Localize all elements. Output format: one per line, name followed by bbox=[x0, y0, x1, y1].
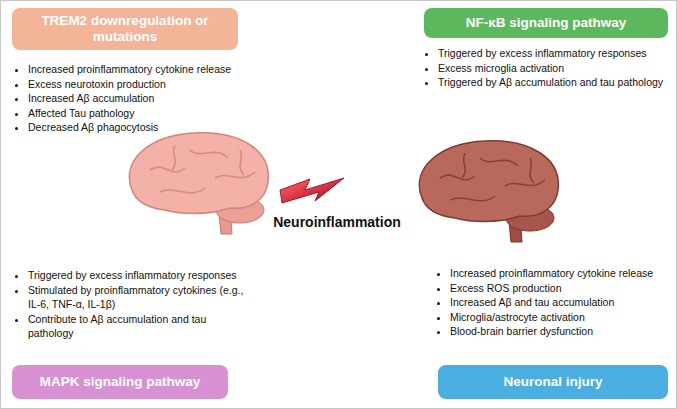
pathway-panel: Neuronal injuryIncreased proinflammatory… bbox=[430, 260, 672, 404]
bullet-item: Microglia/astrocyte activation bbox=[450, 310, 677, 325]
pathway-panel: TREM2 downregulation or mutationsIncreas… bbox=[10, 6, 260, 140]
bullet-item: Increased Aβ accumulation bbox=[28, 91, 268, 106]
bullet-item: Affected Tau pathology bbox=[28, 106, 268, 121]
lightning-bolt bbox=[280, 178, 344, 203]
bullet-item: Excess neurotoxin production bbox=[28, 77, 268, 92]
bullet-item: Triggered by excess inflammatory respons… bbox=[438, 46, 677, 61]
inflamed-brain bbox=[419, 141, 558, 242]
bullet-item: Contribute to Aβ accumulation and tau pa… bbox=[28, 312, 250, 341]
bullet-item: Increased proinflammatory cytokine relea… bbox=[450, 266, 677, 281]
center-label: Neuroinflammation bbox=[262, 214, 412, 230]
bullet-item: Triggered by Aβ accumulation and tau pat… bbox=[438, 75, 677, 90]
bullet-item: Increased proinflammatory cytokine relea… bbox=[28, 62, 268, 77]
bullet-item: Blood-brain barrier dysfunction bbox=[450, 324, 677, 339]
bullet-item: Excess microglia activation bbox=[438, 61, 677, 76]
bullet-list: Triggered by excess inflammatory respons… bbox=[424, 46, 677, 90]
pathway-panel: MAPK signaling pathway Triggered by exces… bbox=[10, 264, 260, 404]
bullet-item: Decreased Aβ phagocytosis bbox=[28, 120, 268, 135]
bullet-list: Triggered by excess inflammatory respons… bbox=[14, 268, 250, 341]
header-pill: MAPK signaling pathway bbox=[12, 365, 228, 399]
pathway-panel: NF-κB signaling pathwayTriggered by exce… bbox=[418, 6, 672, 116]
bullet-list: Increased proinflammatory cytokine relea… bbox=[436, 266, 677, 339]
bullet-item: Stimulated by proinflammatory cytokines … bbox=[28, 283, 250, 312]
header-pill: NF-κB signaling pathway bbox=[424, 8, 668, 38]
bullet-item: Increased Aβ and tau accumulation bbox=[450, 295, 677, 310]
header-pill: TREM2 downregulation or mutations bbox=[12, 8, 238, 50]
healthy-brain bbox=[129, 133, 268, 234]
bullet-list: Increased proinflammatory cytokine relea… bbox=[14, 62, 268, 135]
bullet-item: Excess ROS production bbox=[450, 281, 677, 296]
header-pill: Neuronal injury bbox=[438, 365, 668, 399]
bullet-item: Triggered by excess inflammatory respons… bbox=[28, 268, 250, 283]
